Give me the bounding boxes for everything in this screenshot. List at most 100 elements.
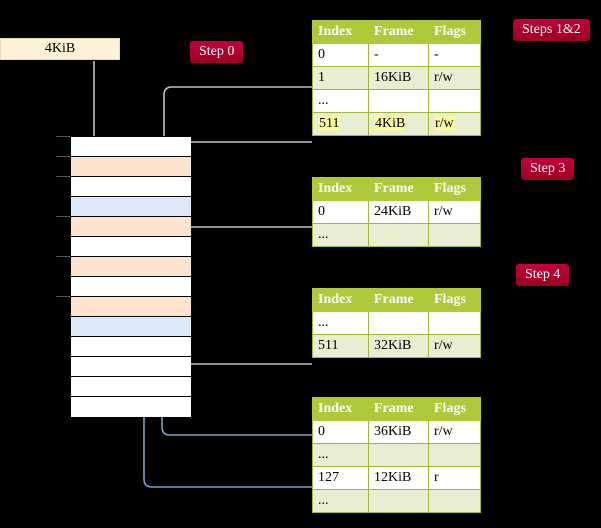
memory-frame-row <box>71 337 191 357</box>
cell-index: 127 <box>312 466 369 490</box>
cell-flags: r <box>428 466 481 490</box>
wire-table3-row511-to-memory <box>172 317 312 365</box>
badge-steps-1-2: Steps 1&2 <box>513 19 590 41</box>
cell-index: 511 <box>312 334 369 358</box>
badge-step-4: Step 4 <box>516 264 570 286</box>
badge-step-3: Step 3 <box>521 158 575 180</box>
column-header-frame: Frame <box>368 397 429 421</box>
cell-frame: 32KiB <box>368 334 429 358</box>
cell-index: ... <box>312 89 369 113</box>
memory-frame-row <box>71 257 191 277</box>
memory-tick <box>56 216 70 217</box>
cell-frame <box>368 443 429 467</box>
table-row: 0-- <box>312 43 481 67</box>
badge-step-3-label: Step 3 <box>530 161 566 176</box>
cell-index: 0 <box>312 43 369 67</box>
cell-frame: 16KiB <box>368 66 429 90</box>
cell-flags: - <box>428 43 481 67</box>
column-header-flags: Flags <box>428 397 481 421</box>
request-size-label: 4KiB <box>44 41 76 56</box>
cell-frame-highlight: 4KiB <box>374 116 407 131</box>
badge-step-4-label: Step 4 <box>525 267 561 282</box>
column-header-flags: Flags <box>428 177 481 201</box>
cell-index: ... <box>312 311 369 335</box>
column-header-frame: Frame <box>368 177 429 201</box>
cell-flags: r/w <box>428 334 481 358</box>
column-header-index: Index <box>312 20 369 44</box>
cell-frame <box>368 223 429 247</box>
cell-frame: 24KiB <box>368 200 429 224</box>
badge-steps-1-2-label: Steps 1&2 <box>522 22 581 37</box>
cell-flags: r/w <box>428 420 481 444</box>
memory-frame-row <box>71 177 191 197</box>
memory-tick <box>56 156 70 157</box>
column-header-index: Index <box>312 177 369 201</box>
cell-flags <box>428 89 481 113</box>
cell-frame <box>368 89 429 113</box>
cell-index: ... <box>312 443 369 467</box>
cell-flags <box>428 489 481 513</box>
column-header-index: Index <box>312 397 369 421</box>
memory-frame-row <box>71 297 191 317</box>
badge-step-0: Step 0 <box>190 41 244 63</box>
cell-frame: 4KiB <box>368 112 429 136</box>
column-header-frame: Frame <box>368 20 429 44</box>
table-row: ... <box>312 489 481 513</box>
column-header-flags: Flags <box>428 20 481 44</box>
cell-flags: r/w <box>428 200 481 224</box>
table-row: ... <box>312 223 481 247</box>
cell-flags <box>428 223 481 247</box>
physical-memory-column <box>70 136 191 417</box>
request-size-box: 4KiB <box>0 38 120 60</box>
memory-frame-row <box>71 317 191 337</box>
memory-tick <box>56 176 70 177</box>
memory-frame-row <box>71 357 191 377</box>
memory-frame-row <box>71 237 191 257</box>
memory-frame-row <box>71 157 191 177</box>
column-header-frame: Frame <box>368 288 429 312</box>
cell-index: 511 <box>312 112 369 136</box>
cell-frame: 12KiB <box>368 466 429 490</box>
table-row: ... <box>312 311 481 335</box>
cell-index: 0 <box>312 420 369 444</box>
cell-frame: - <box>368 43 429 67</box>
memory-tick <box>56 256 70 257</box>
memory-tick <box>56 136 70 137</box>
table-row: ... <box>312 443 481 467</box>
cell-frame <box>368 489 429 513</box>
memory-frame-row <box>71 137 191 157</box>
column-header-index: Index <box>312 288 369 312</box>
memory-frame-row <box>71 377 191 397</box>
wire-table2-row0-to-memory <box>168 226 312 263</box>
memory-frame-row <box>71 277 191 297</box>
page-table-3-header-row: Index Frame Flags <box>312 288 481 312</box>
cell-flags-highlight: r/w <box>434 116 455 131</box>
cell-index: 0 <box>312 200 369 224</box>
cell-index: ... <box>312 489 369 513</box>
cell-index-highlight: 511 <box>318 116 341 131</box>
memory-frame-row <box>71 217 191 237</box>
cell-frame <box>368 311 429 335</box>
page-table-4-header-row: Index Frame Flags <box>312 397 481 421</box>
cell-flags <box>428 311 481 335</box>
memory-tick <box>56 296 70 297</box>
column-header-flags: Flags <box>428 288 481 312</box>
cell-flags: r/w <box>428 66 481 90</box>
cell-flags <box>428 443 481 467</box>
cell-index: 1 <box>312 66 369 90</box>
page-table-2-header-row: Index Frame Flags <box>312 177 481 201</box>
table-row: ... <box>312 89 481 113</box>
